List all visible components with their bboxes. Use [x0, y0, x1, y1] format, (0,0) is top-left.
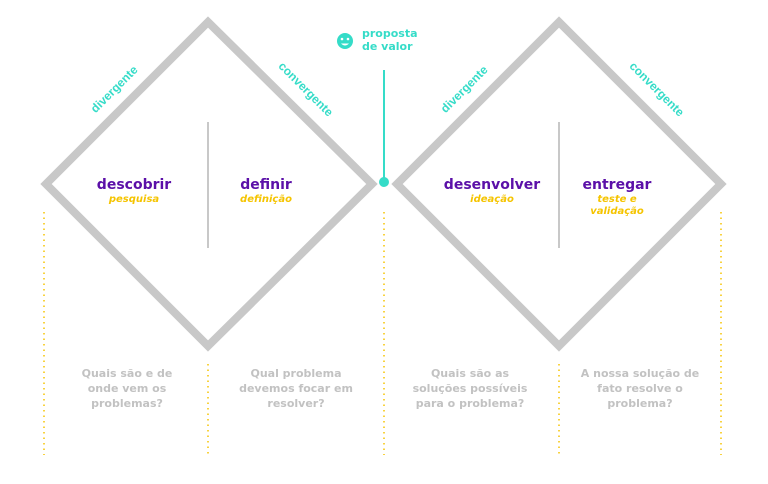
- question-deliver: A nossa solução de fato resolve o proble…: [580, 367, 700, 410]
- value-proposition-dot: [379, 177, 389, 187]
- question-discover: Quais são e de onde vem os problemas?: [81, 367, 173, 410]
- divergent-label: divergente: [438, 63, 491, 116]
- phase-title-develop: desenvolver: [443, 177, 541, 193]
- diamond-develop-deliver: [391, 16, 727, 352]
- phase-subtitle-develop: ideação: [470, 194, 514, 205]
- smiley-icon: [337, 33, 353, 49]
- divergent-label: divergente: [88, 63, 141, 116]
- phase-subtitle-discover: pesquisa: [108, 194, 160, 205]
- question-define: Qual problema devemos focar em resolver?: [239, 367, 353, 410]
- value-proposition-label: proposta de valor: [362, 27, 418, 53]
- phase-title-deliver: entregar: [582, 177, 652, 193]
- question-develop: Quais são as soluções possíveis para o p…: [412, 367, 528, 410]
- convergent-label: convergente: [627, 59, 688, 120]
- phase-subtitle-deliver: teste e validação: [590, 194, 644, 217]
- phase-title-discover: descobrir: [96, 177, 172, 193]
- diamond-discover-define: [40, 16, 378, 352]
- convergent-label: convergente: [276, 59, 337, 120]
- phase-subtitle-define: definição: [240, 194, 292, 205]
- phase-title-define: definir: [240, 177, 292, 193]
